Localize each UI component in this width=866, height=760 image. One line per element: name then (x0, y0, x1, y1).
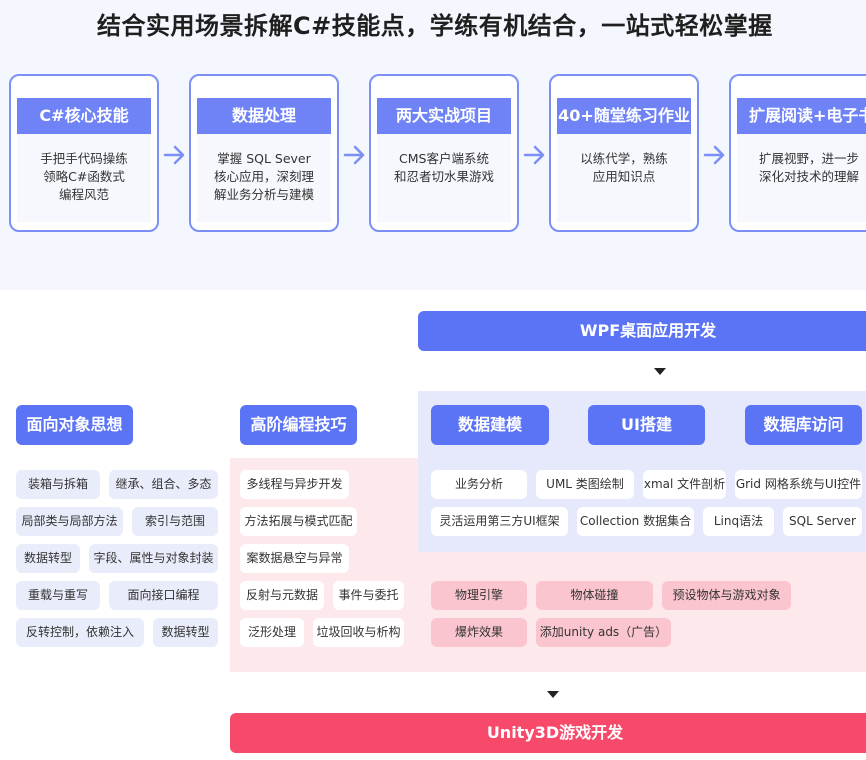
oop-tag: 数据转型 (153, 618, 218, 647)
oop-tag: 重载与重写 (16, 581, 100, 610)
wpf-section-data-modeling: 数据建模 (431, 405, 549, 445)
wpf-course-title: WPF桌面应用开发 (418, 311, 866, 351)
advanced-section-title: 高阶编程技巧 (240, 405, 357, 445)
page-headline: 结合实用场景拆解C#技能点，学练有机结合，一站式轻松掌握 (97, 12, 773, 40)
card-line: 扩展视野，进一步 (759, 151, 860, 166)
card-line: 深化对技术的理解 (759, 169, 860, 184)
unity-tag: 物理引擎 (431, 581, 527, 610)
card-title: 两大实战项目 (377, 98, 511, 134)
card-description: 以练代学，熟练 应用知识点 (557, 134, 691, 222)
card-title: 扩展阅读+电子书 (737, 98, 866, 134)
wpf-tag: Linq语法 (703, 507, 774, 536)
unity-tag: 物体碰撞 (536, 581, 653, 610)
advanced-tag: 多线程与异步开发 (240, 470, 349, 499)
unity-tag: 预设物体与游戏对象 (662, 581, 791, 610)
wpf-tag: Grid 网格系统与UI控件 (735, 470, 862, 499)
chevron-right-icon (339, 140, 369, 170)
oop-tag: 装箱与拆箱 (16, 470, 100, 499)
oop-tag: 继承、组合、多态 (109, 470, 218, 499)
card-line: 手把手代码操练 (40, 151, 128, 166)
wpf-section-database: 数据库访问 (745, 405, 862, 445)
wpf-tag: UML 类图绘制 (536, 470, 634, 499)
card-line: 领略C#函数式 (43, 169, 125, 184)
card-line: CMS客户端系统 (399, 151, 489, 166)
card-description: 手把手代码操练 领略C#函数式 编程风范 (17, 134, 151, 222)
advanced-tag: 垃圾回收与析构 (313, 618, 404, 647)
oop-tag: 局部类与局部方法 (16, 507, 123, 536)
feature-card-exercises: 40+随堂练习作业 以练代学，熟练 应用知识点 (549, 74, 699, 232)
feature-card-reading: 扩展阅读+电子书 扩展视野，进一步 深化对技术的理解 (729, 74, 866, 232)
advanced-tag: 方法拓展与模式匹配 (240, 507, 357, 536)
feature-card-projects: 两大实战项目 CMS客户端系统 和忍者切水果游戏 (369, 74, 519, 232)
chevron-right-icon (159, 140, 189, 170)
unity-tag: 添加unity ads（广告） (536, 618, 671, 647)
card-line: 核心应用，深刻理 (213, 169, 314, 184)
card-line: 解业务分析与建模 (213, 187, 314, 202)
card-line: 掌握 SQL Sever (217, 151, 311, 166)
card-line: 以练代学，熟练 (580, 151, 668, 166)
feature-card-data: 数据处理 掌握 SQL Sever 核心应用，深刻理 解业务分析与建模 (189, 74, 339, 232)
card-description: 掌握 SQL Sever 核心应用，深刻理 解业务分析与建模 (197, 134, 331, 222)
card-title: 数据处理 (197, 98, 331, 134)
card-line: 应用知识点 (592, 169, 656, 184)
oop-tag: 数据转型 (16, 544, 80, 573)
oop-tag: 反转控制，依赖注入 (16, 618, 144, 647)
oop-tag: 面向接口编程 (109, 581, 218, 610)
chevron-right-icon (699, 140, 729, 170)
wpf-tag: Collection 数据集合 (577, 507, 694, 536)
card-description: CMS客户端系统 和忍者切水果游戏 (377, 134, 511, 222)
unity-course-title: Unity3D游戏开发 (230, 713, 866, 753)
card-title: C#核心技能 (17, 98, 151, 134)
wpf-section-ui: UI搭建 (588, 405, 705, 445)
unity-tag: 爆炸效果 (431, 618, 527, 647)
oop-tag: 索引与范围 (132, 507, 218, 536)
oop-tag: 字段、属性与对象封装 (89, 544, 218, 573)
advanced-tag: 泛形处理 (240, 618, 304, 647)
feature-card-csharp: C#核心技能 手把手代码操练 领略C#函数式 编程风范 (9, 74, 159, 232)
oop-section-title: 面向对象思想 (16, 405, 133, 445)
advanced-tag: 案数据悬空与异常 (240, 544, 349, 573)
triangle-down-icon (547, 691, 559, 698)
card-title: 40+随堂练习作业 (557, 98, 691, 134)
wpf-tag: 灵活运用第三方UI框架 (431, 507, 568, 536)
advanced-tag: 反射与元数据 (240, 581, 324, 610)
chevron-right-icon (519, 140, 549, 170)
card-line: 编程风范 (58, 187, 109, 202)
wpf-tag: SQL Server (783, 507, 862, 536)
advanced-tag: 事件与委托 (333, 581, 404, 610)
wpf-tag: 业务分析 (431, 470, 527, 499)
wpf-tag: xmal 文件剖析 (643, 470, 726, 499)
triangle-down-icon (654, 368, 666, 375)
card-line: 和忍者切水果游戏 (393, 169, 494, 184)
card-description: 扩展视野，进一步 深化对技术的理解 (737, 134, 866, 222)
